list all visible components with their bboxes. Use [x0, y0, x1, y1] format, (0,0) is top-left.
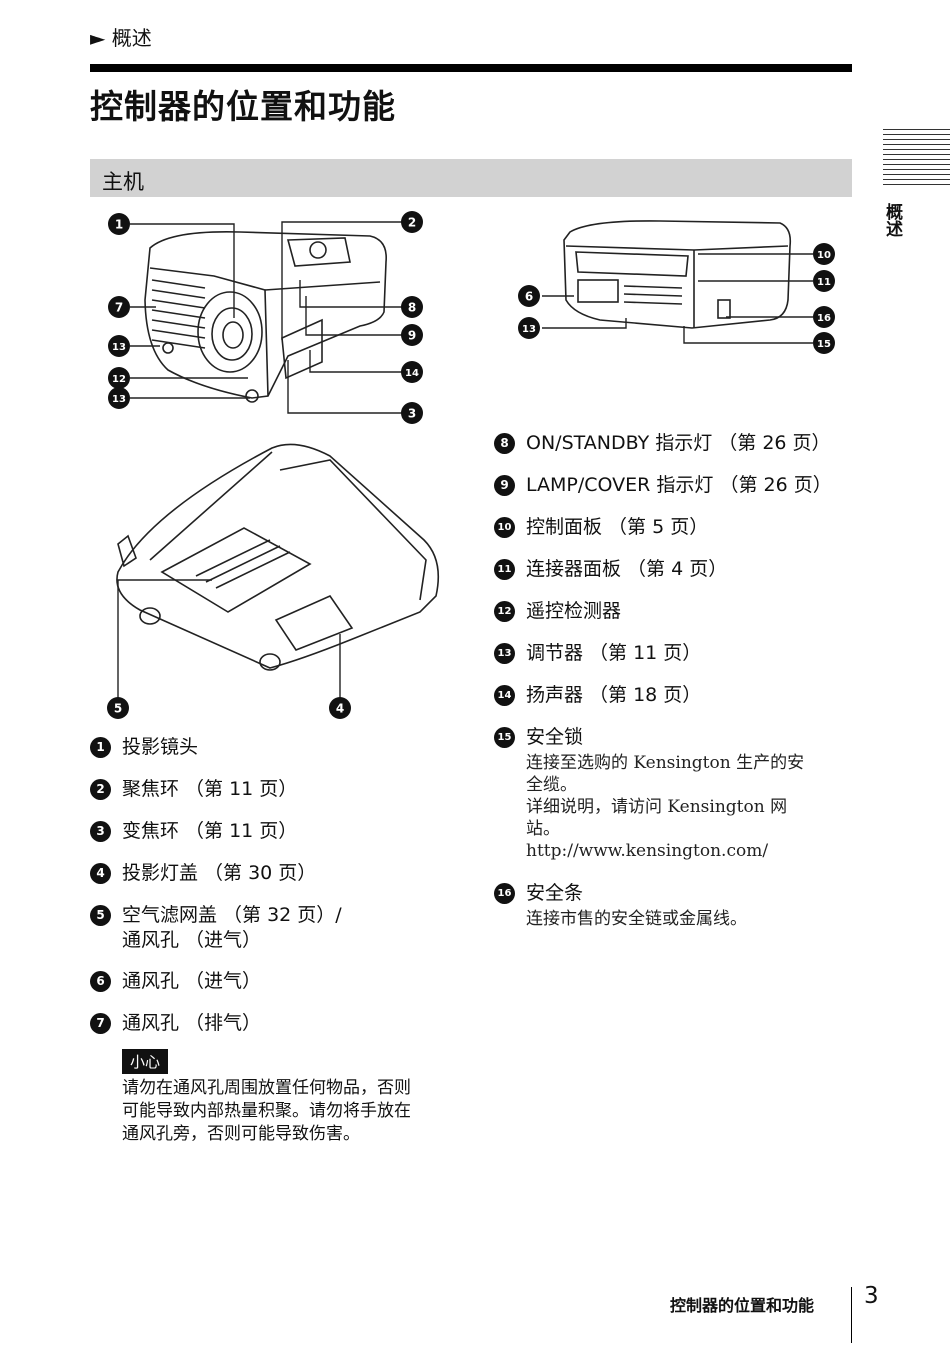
list-item: 5 空气滤网盖 （第 32 页）/ 通风孔 （进气）: [90, 903, 470, 955]
desc-line: 全缆。: [526, 775, 577, 795]
item-number: 7: [90, 1013, 111, 1034]
item-label: 通风孔 （进气）: [122, 970, 262, 992]
list-item: 3 变焦环 （第 11 页）: [90, 819, 470, 845]
item-number: 1: [90, 737, 111, 758]
page-number: 3: [864, 1283, 879, 1309]
item-number: 5: [90, 905, 111, 926]
callout-14: 14: [405, 368, 419, 379]
projector-front-illustration: [144, 231, 387, 403]
item-label: 安全条: [526, 882, 584, 904]
callout-9: 9: [408, 329, 416, 343]
item-label: 空气滤网盖 （第 32 页）/: [122, 904, 342, 926]
callout-markers: 1 2 3 4 5 6 7 8 9 10 11 12 13 13 13 14 1…: [107, 211, 835, 719]
callout-7: 7: [115, 301, 123, 315]
callout-13a: 13: [112, 342, 126, 353]
breadcrumb: ► 概述: [90, 26, 152, 50]
list-item: 2 聚焦环 （第 11 页）: [90, 777, 470, 803]
callout-13b: 13: [112, 394, 126, 405]
item-label: ON/STANDBY 指示灯 （第 26 页）: [526, 432, 831, 454]
side-tab-stripes: [883, 129, 950, 189]
item-number: 13: [494, 643, 515, 664]
list-item: 8 ON/STANDBY 指示灯 （第 26 页）: [494, 431, 854, 457]
item-label: 遥控检测器: [526, 600, 622, 622]
list-item: 9 LAMP/COVER 指示灯 （第 26 页）: [494, 473, 854, 499]
item-label: 调节器 （第 11 页）: [526, 642, 702, 664]
caution-line: 通风孔旁，否则可能导致伤害。: [122, 1124, 360, 1144]
item-label: 投影镜头: [122, 736, 199, 758]
item-number: 4: [90, 863, 111, 884]
list-item: 12 遥控检测器: [494, 599, 854, 625]
list-item: 15 安全锁 连接至选购的 Kensington 生产的安 全缆。 详细说明，请…: [494, 725, 854, 865]
callout-10: 10: [817, 250, 831, 261]
section-title: 主机: [102, 170, 144, 194]
item-number: 9: [494, 475, 515, 496]
item-number: 3: [90, 821, 111, 842]
item-label-line2: 通风孔 （进气）: [122, 929, 262, 951]
item-number: 16: [494, 883, 515, 904]
item-label: 变焦环 （第 11 页）: [122, 820, 298, 842]
callout-2: 2: [408, 216, 416, 230]
item-number: 8: [494, 433, 515, 454]
page-title: 控制器的位置和功能: [90, 87, 396, 126]
projector-rear-illustration: [563, 220, 792, 329]
item-label: LAMP/COVER 指示灯 （第 26 页）: [526, 474, 832, 496]
desc-line: http://www.kensington.com/: [526, 841, 769, 861]
side-tab-label: 概述: [882, 203, 902, 237]
projector-bottom-illustration: [116, 443, 440, 671]
projector-diagrams: 1 2 3 4 5 6 7 8 9 10 11 12 13 13 13 14 1…: [107, 211, 835, 719]
item-number: 10: [494, 517, 515, 538]
callout-13c: 13: [522, 324, 536, 335]
footer-divider: [851, 1287, 852, 1343]
list-item: 1 投影镜头: [90, 735, 470, 761]
section-header: 主机: [90, 159, 852, 197]
list-item: 11 连接器面板 （第 4 页）: [494, 557, 854, 583]
caution-line: 请勿在通风孔周围放置任何物品，否则: [122, 1078, 411, 1098]
callout-4: 4: [336, 702, 344, 716]
item-number: 14: [494, 685, 515, 706]
callout-16: 16: [817, 313, 831, 324]
item-number: 15: [494, 727, 515, 748]
item-description: 连接至选购的 Kensington 生产的安 全缆。 详细说明，请访问 Kens…: [526, 752, 851, 862]
caution-badge: 小心: [122, 1049, 169, 1074]
item-number: 11: [494, 559, 515, 580]
list-item: 16 安全条 连接市售的安全链或金属线。: [494, 881, 854, 941]
callout-15: 15: [817, 339, 831, 350]
callout-12: 12: [112, 374, 126, 385]
leader-lines: [117, 221, 813, 698]
list-item: 13 调节器 （第 11 页）: [494, 641, 854, 667]
desc-line: 连接市售的安全链或金属线。: [526, 909, 747, 929]
item-label: 投影灯盖 （第 30 页）: [122, 862, 317, 884]
footer-title: 控制器的位置和功能: [670, 1296, 815, 1315]
item-label: 控制面板 （第 5 页）: [526, 516, 709, 538]
item-description: 连接市售的安全链或金属线。: [526, 908, 851, 930]
callout-5: 5: [114, 702, 122, 716]
item-label: 扬声器 （第 18 页）: [526, 684, 702, 706]
item-number: 12: [494, 601, 515, 622]
list-item: 7 通风孔 （排气）: [90, 1011, 470, 1037]
caution-text: 请勿在通风孔周围放置任何物品，否则 可能导致内部热量积聚。请勿将手放在 通风孔旁…: [122, 1077, 452, 1146]
desc-line: 连接至选购的 Kensington 生产的安: [526, 753, 805, 773]
list-item: 4 投影灯盖 （第 30 页）: [90, 861, 470, 887]
desc-line: 站。: [526, 819, 560, 839]
list-item: 6 通风孔 （进气）: [90, 969, 470, 995]
caution-line: 可能导致内部热量积聚。请勿将手放在: [122, 1101, 411, 1121]
item-number: 2: [90, 779, 111, 800]
item-label: 安全锁: [526, 726, 584, 748]
title-rule: [90, 64, 852, 72]
item-number: 6: [90, 971, 111, 992]
list-item: 14 扬声器 （第 18 页）: [494, 683, 854, 709]
callout-8: 8: [408, 301, 416, 315]
callout-3: 3: [408, 407, 416, 421]
callout-6: 6: [525, 290, 533, 304]
desc-line: 详细说明，请访问 Kensington 网: [526, 797, 788, 817]
item-label: 通风孔 （排气）: [122, 1012, 262, 1034]
callout-1: 1: [115, 218, 123, 232]
item-label: 聚焦环 （第 11 页）: [122, 778, 298, 800]
item-label: 连接器面板 （第 4 页）: [526, 558, 728, 580]
callout-11: 11: [817, 277, 831, 288]
list-item: 10 控制面板 （第 5 页）: [494, 515, 854, 541]
